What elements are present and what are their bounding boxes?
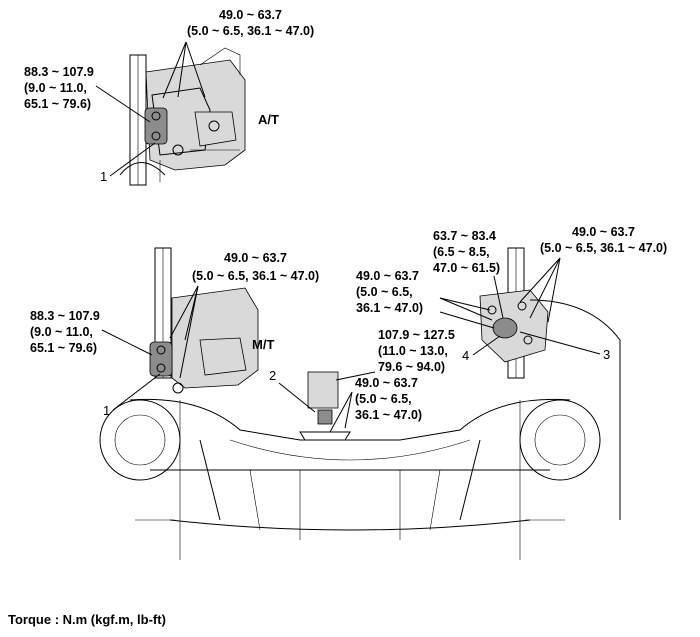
at-top-torque-line2: (5.0 ~ 6.5, 36.1 ~ 47.0)	[187, 24, 314, 38]
leader-line	[344, 391, 353, 429]
mt-torque-callout-far-right: 49.0 ~ 63.7 (5.0 ~ 6.5, 36.1 ~ 47.0)	[519, 225, 667, 323]
leader-line	[179, 285, 199, 379]
at-transaxle-drawing	[119, 47, 246, 186]
leader-line	[547, 257, 561, 323]
mt-right-top-torque-line2: (6.5 ~ 8.5,	[433, 245, 490, 259]
mt-left-torque-line3: 65.1 ~ 79.6)	[30, 341, 97, 355]
leader-line	[529, 257, 561, 319]
leader-line	[472, 335, 501, 356]
torque-unit-note: Torque : N.m (kgf.m, lb-ft)	[8, 612, 166, 627]
mt-left-torque-line2: (9.0 ~ 11.0,	[30, 325, 93, 339]
at-top-torque-line1: 49.0 ~ 63.7	[219, 8, 282, 22]
mt-torque-callout-left: 88.3 ~ 107.9 (9.0 ~ 11.0, 65.1 ~ 79.6)	[30, 309, 153, 356]
mt-center-torque-line1: 107.9 ~ 127.5	[378, 328, 455, 342]
at-view: 49.0 ~ 63.7 (5.0 ~ 6.5, 36.1 ~ 47.0) 88.…	[24, 8, 314, 186]
part-number: 3	[603, 347, 610, 362]
leader-line	[278, 382, 316, 413]
at-torque-callout-top: 49.0 ~ 63.7 (5.0 ~ 6.5, 36.1 ~ 47.0)	[162, 8, 314, 99]
mt-right-mid-torque-line2: (5.0 ~ 6.5,	[356, 285, 413, 299]
mt-view: 49.0 ~ 63.7 (5.0 ~ 6.5, 36.1 ~ 47.0) 88.…	[30, 225, 667, 560]
at-torque-callout-left: 88.3 ~ 107.9 (9.0 ~ 11.0, 65.1 ~ 79.6)	[24, 65, 151, 123]
mt-torque-callout-top-left: 49.0 ~ 63.7 (5.0 ~ 6.5, 36.1 ~ 47.0)	[169, 251, 319, 379]
mt-torque-callout-right-mid: 49.0 ~ 63.7 (5.0 ~ 6.5, 36.1 ~ 47.0)	[356, 269, 495, 329]
mt-part-number-4: 4	[462, 335, 501, 363]
leader-line	[335, 371, 376, 381]
mt-part-number-1: 1	[103, 373, 161, 418]
mt-view-label: M/T	[252, 337, 274, 352]
mt-part-number-3: 3	[519, 331, 610, 362]
mt-subframe-drawing	[99, 247, 621, 560]
part-number: 1	[100, 169, 107, 184]
leader-line	[177, 41, 187, 98]
leader-line	[169, 285, 199, 339]
mt-center-low-torque-line1: 49.0 ~ 63.7	[355, 376, 418, 390]
mt-far-right-torque-line2: (5.0 ~ 6.5, 36.1 ~ 47.0)	[540, 241, 667, 255]
mt-torque-callout-right-top: 63.7 ~ 83.4 (6.5 ~ 8.5, 47.0 ~ 61.5)	[433, 229, 504, 319]
at-left-torque-line2: (9.0 ~ 11.0,	[24, 81, 87, 95]
leader-line	[329, 391, 353, 433]
mt-far-right-torque-line1: 49.0 ~ 63.7	[572, 225, 635, 239]
mt-center-low-torque-line2: (5.0 ~ 6.5,	[355, 392, 412, 406]
mt-top-left-torque-line2: (5.0 ~ 6.5, 36.1 ~ 47.0)	[192, 269, 319, 283]
leader-line	[493, 275, 504, 319]
leader-line	[439, 297, 493, 321]
leader-line	[112, 373, 161, 411]
mt-right-top-torque-line1: 63.7 ~ 83.4	[433, 229, 496, 243]
at-left-torque-line1: 88.3 ~ 107.9	[24, 65, 94, 79]
leader-line	[519, 257, 561, 303]
mt-part-number-2: 2	[269, 368, 316, 413]
mt-left-torque-line1: 88.3 ~ 107.9	[30, 309, 100, 323]
part-number: 4	[462, 348, 469, 363]
mt-center-low-torque-line3: 36.1 ~ 47.0)	[355, 408, 422, 422]
part-number: 1	[103, 403, 110, 418]
mt-right-mid-torque-line3: 36.1 ~ 47.0)	[356, 301, 423, 315]
at-view-label: A/T	[258, 112, 279, 127]
leader-line	[519, 331, 601, 355]
mt-torque-callout-center: 107.9 ~ 127.5 (11.0 ~ 13.0, 79.6 ~ 94.0)	[335, 328, 455, 381]
mt-top-left-torque-line1: 49.0 ~ 63.7	[224, 251, 287, 265]
mt-torque-callout-center-low: 49.0 ~ 63.7 (5.0 ~ 6.5, 36.1 ~ 47.0)	[329, 376, 422, 433]
leader-line	[439, 297, 491, 311]
leader-line	[95, 85, 151, 123]
leader-line	[109, 142, 156, 177]
leader-line	[439, 311, 495, 329]
part-number: 2	[269, 368, 276, 383]
mt-right-top-torque-line3: 47.0 ~ 61.5)	[433, 261, 500, 275]
at-part-number-1: 1	[100, 142, 156, 184]
at-left-torque-line3: 65.1 ~ 79.6)	[24, 97, 91, 111]
mt-center-torque-line2: (11.0 ~ 13.0,	[378, 344, 448, 358]
leader-line	[101, 329, 153, 356]
leader-line	[185, 41, 206, 98]
mt-center-torque-line3: 79.6 ~ 94.0)	[378, 360, 445, 374]
leader-line	[162, 41, 187, 99]
mt-right-mid-torque-line1: 49.0 ~ 63.7	[356, 269, 419, 283]
